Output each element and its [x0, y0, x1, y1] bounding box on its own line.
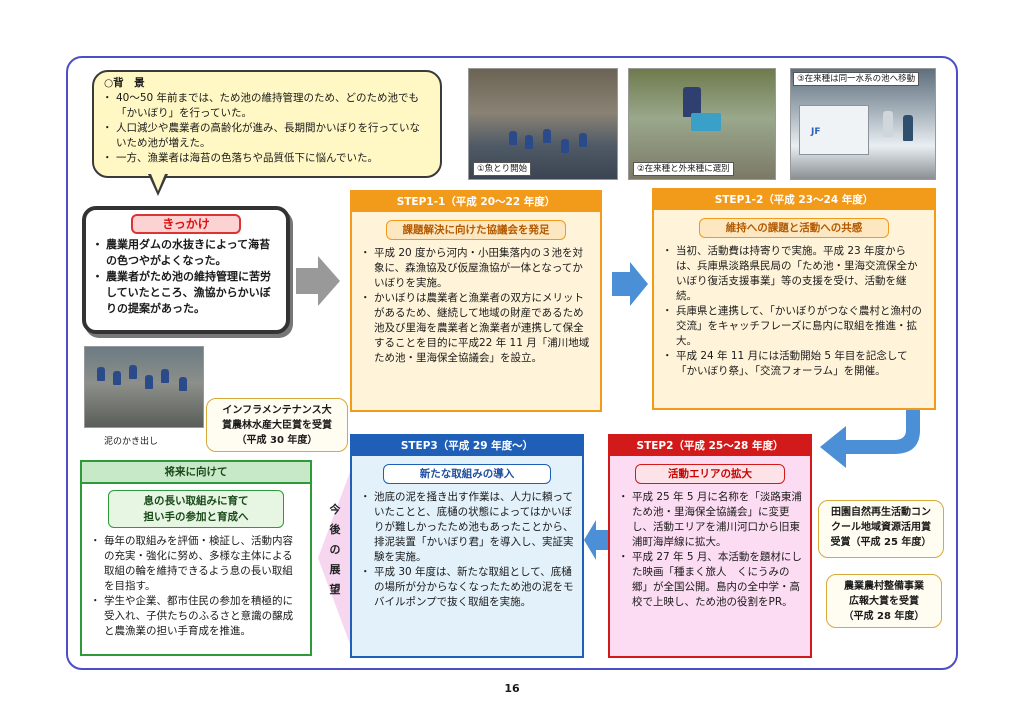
arrow-left-icon — [584, 520, 608, 560]
trigger-box: きっかけ 農業用ダムの水抜きによって海苔の色つやがよくなった。 農業者がため池の… — [82, 206, 290, 334]
photo-mud-removal — [84, 346, 204, 428]
arrow-right-icon — [612, 262, 648, 306]
step2-list: 平成 25 年 5 月に名称を「淡路東浦ため池・里海保全協議会」に変更し、活動エ… — [610, 490, 810, 610]
page-frame — [66, 56, 958, 670]
step1-2-header: STEP1-2（平成 23～24 年度） — [654, 190, 934, 210]
step2-item: 平成 25 年 5 月に名称を「淡路東浦ため池・里海保全協議会」に変更し、活動エ… — [618, 490, 802, 550]
future-subtitle-line: 担い手の参加と育成へ — [143, 511, 249, 523]
page-number: 16 — [504, 682, 520, 695]
trigger-item: 農業者がため池の維持管理に苦労していたところ、漁協からかいぼりの提案があった。 — [92, 269, 278, 317]
future-header: 将来に向けて — [82, 462, 310, 484]
background-title: ○背 景 — [104, 77, 145, 89]
future-subtitle: 息の長い取組みに育て 担い手の参加と育成へ — [108, 490, 284, 528]
outlook-char: 望 — [329, 583, 341, 596]
step1-1-header: STEP1-1（平成 20～22 年度） — [352, 192, 600, 212]
step3-subtitle: 新たな取組みの導入 — [383, 464, 551, 484]
outlook-label: 今 後 の 展 望 — [322, 500, 348, 610]
award-pr-grand-prize: 農業農村整備事業 広報大賞を受賞 （平成 28 年度） — [826, 574, 942, 628]
trigger-list: 農業用ダムの水抜きによって海苔の色つやがよくなった。 農業者がため池の維持管理に… — [92, 237, 278, 317]
curved-arrow-icon — [820, 410, 920, 468]
step2-subtitle: 活動エリアの拡大 — [635, 464, 785, 484]
step2-item: 平成 27 年 5 月、本活動を題材にした映画「種まく旅人 くにうみの郷」が全国… — [618, 550, 802, 610]
award-text: クール地域資源活用賞 — [831, 522, 931, 533]
trigger-item: 農業用ダムの水抜きによって海苔の色つやがよくなった。 — [92, 237, 278, 269]
step3-box: STEP3（平成 29 年度～） 新たな取組みの導入 池底の泥を掻き出す作業は、… — [350, 434, 584, 658]
outlook-char: 今 — [329, 503, 341, 516]
bubble-tail-inner — [151, 174, 165, 191]
background-list: 40～50 年前までは、ため池の維持管理のため、どのため池でも「かいぼり」を行っ… — [102, 91, 430, 166]
award-text: 受賞（平成 25 年度） — [830, 537, 932, 548]
award-infrastructure: インフラメンテナンス大 賞農林水産大臣賞を受賞 （平成 30 年度） — [206, 398, 348, 452]
photo-caption: ③在来種は同一水系の池へ移動 — [793, 72, 920, 86]
award-text: 田園自然再生活動コン — [831, 507, 931, 518]
step2-header: STEP2（平成 25～28 年度） — [610, 436, 810, 456]
step1-1-item: 平成 20 度から河内・小田集落内の３池を対象に、森漁協及び仮屋漁協が一体となっ… — [360, 246, 592, 291]
step3-item: 池底の泥を掻き出す作業は、人力に頼っていたことと、底樋の状態によってはかいぼりが… — [360, 490, 574, 565]
photo-caption: ②在来種と外来種に選別 — [633, 162, 734, 176]
background-bubble: ○背 景 40～50 年前までは、ため池の維持管理のため、どのため池でも「かいぼ… — [92, 70, 442, 178]
award-text: 農業農村整備事業 — [844, 581, 924, 592]
award-text: （平成 28 年度） — [843, 611, 925, 622]
step3-list: 池底の泥を掻き出す作業は、人力に頼っていたことと、底樋の状態によってはかいぼりが… — [352, 490, 582, 610]
step1-1-subtitle: 課題解決に向けた協議会を発足 — [386, 220, 566, 240]
photo-caption: ①魚とり開始 — [473, 162, 532, 176]
step1-2-item: 兵庫県と連携して、「かいぼりがつなぐ農村と漁村の交流」をキャッチフレーズに島内に… — [662, 304, 926, 349]
award-text: （平成 30 年度） — [236, 435, 318, 446]
outlook-char: 展 — [329, 563, 341, 576]
photo-caption: 泥のかき出し — [104, 437, 159, 447]
background-item: 40～50 年前までは、ため池の維持管理のため、どのため池でも「かいぼり」を行っ… — [102, 91, 430, 121]
background-item: 一方、漁業者は海苔の色落ちや品質低下に悩んでいた。 — [102, 151, 430, 166]
future-item: 毎年の取組みを評価・検証し、活動内容の充実・強化に努め、多様な主体による取組の輪… — [90, 534, 302, 594]
outlook-char: の — [329, 543, 341, 556]
future-list: 毎年の取組みを評価・検証し、活動内容の充実・強化に努め、多様な主体による取組の輪… — [82, 534, 310, 639]
background-item: 人口減少や農業者の高齢化が進み、長期間かいぼりを行っていないため池が増えた。 — [102, 121, 430, 151]
arrow-right-icon — [296, 256, 340, 306]
step1-1-box: STEP1-1（平成 20～22 年度） 課題解決に向けた協議会を発足 平成 2… — [350, 190, 602, 412]
future-subtitle-line: 息の長い取組みに育て — [143, 495, 249, 507]
step3-header: STEP3（平成 29 年度～） — [352, 436, 582, 456]
step1-1-item: かいぼりは農業者と漁業者の双方にメリットがあるため、継続して地域の財産であるため… — [360, 291, 592, 366]
step1-2-item: 平成 24 年 11 月には活動開始 5 年目を記念して「かいぼり祭」、「交流フ… — [662, 349, 926, 379]
outlook-char: 後 — [329, 523, 341, 536]
award-text: インフラメンテナンス大 — [222, 405, 332, 416]
step3-item: 平成 30 年度は、新たな取組として、底樋の場所が分からなくなったため池の泥をモ… — [360, 565, 574, 610]
award-text: 賞農林水産大臣賞を受賞 — [222, 420, 332, 431]
future-box: 将来に向けて 息の長い取組みに育て 担い手の参加と育成へ 毎年の取組みを評価・検… — [80, 460, 312, 656]
award-text: 広報大賞を受賞 — [849, 596, 919, 607]
step1-2-subtitle: 維持への課題と活動への共感 — [699, 218, 889, 238]
future-item: 学生や企業、都市住民の参加を積極的に受入れ、子供たちのふるさと意識の醸成と農漁業… — [90, 594, 302, 639]
step1-2-list: 当初、活動費は持寄りで実施。平成 23 年度からは、兵庫県淡路県民局の「ため池・… — [654, 244, 934, 379]
photo-fishing-start: ①魚とり開始 — [468, 68, 618, 180]
step2-box: STEP2（平成 25～28 年度） 活動エリアの拡大 平成 25 年 5 月に… — [608, 434, 812, 658]
step1-1-list: 平成 20 度から河内・小田集落内の３池を対象に、森漁協及び仮屋漁協が一体となっ… — [352, 246, 600, 366]
award-rural-nature: 田園自然再生活動コン クール地域資源活用賞 受賞（平成 25 年度） — [818, 500, 944, 558]
trigger-title: きっかけ — [131, 214, 241, 234]
step1-2-box: STEP1-2（平成 23～24 年度） 維持への課題と活動への共感 当初、活動… — [652, 188, 936, 410]
photo-species-sorting: ②在来種と外来種に選別 — [628, 68, 776, 180]
step1-2-item: 当初、活動費は持寄りで実施。平成 23 年度からは、兵庫県淡路県民局の「ため池・… — [662, 244, 926, 304]
photo-native-species-transfer: JF ③在来種は同一水系の池へ移動 — [790, 68, 936, 180]
